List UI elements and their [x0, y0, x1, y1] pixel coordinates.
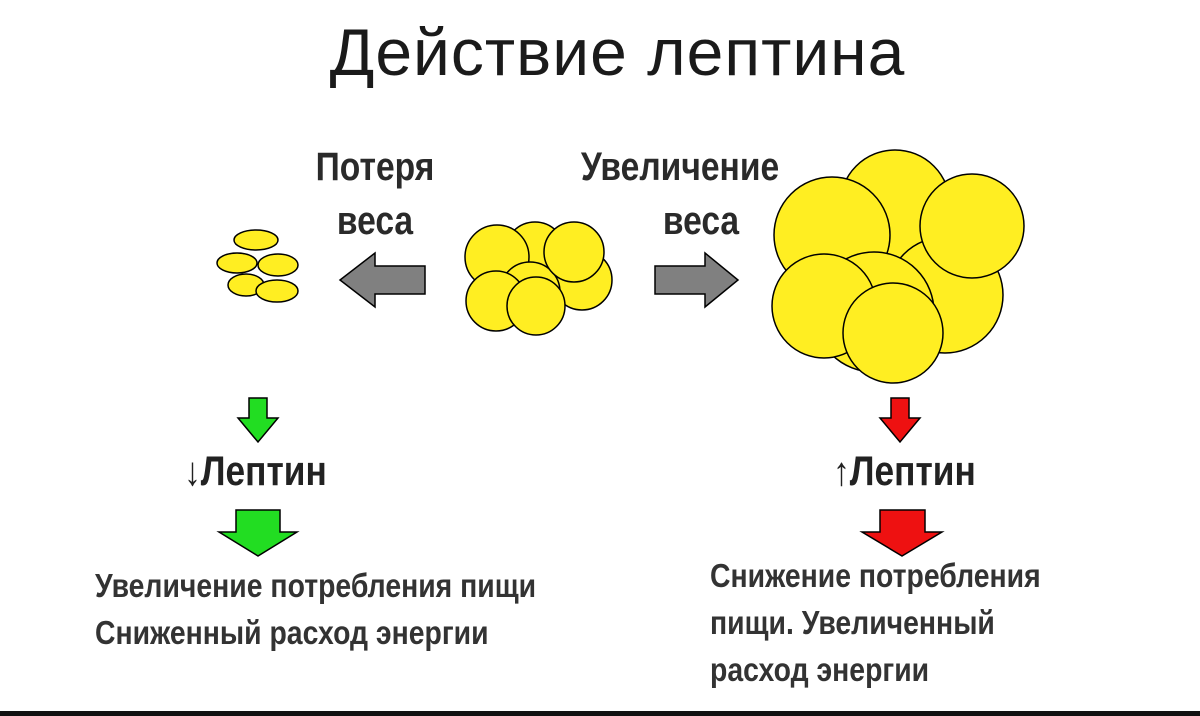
medium-cell	[543, 221, 605, 283]
large-fat-cells	[771, 149, 1025, 384]
leptin-text-right: Лептин	[849, 447, 976, 494]
weight-loss-arrow	[338, 251, 426, 309]
green-down-arrow-large	[216, 509, 300, 557]
weight-gain-label-line1: Увеличение	[580, 145, 780, 189]
small-cell	[233, 229, 279, 251]
red-down-arrow-small	[878, 397, 922, 444]
left-effect-text: Увеличение потребления пищи Сниженный ра…	[95, 562, 536, 656]
small-cell	[255, 279, 299, 303]
green-down-arrow-small	[236, 397, 280, 444]
diagram-title: Действие лептина	[329, 15, 906, 89]
leptin-text-left: Лептин	[200, 447, 327, 494]
right-effect-line1: Снижение потребления	[710, 557, 1041, 594]
right-effect-line3: расход энергии	[710, 651, 930, 688]
up-arrow-icon: ↑	[833, 450, 850, 494]
weight-gain-label-line2: веса	[662, 199, 740, 243]
medium-cell	[506, 276, 566, 336]
leptin-decrease-label: ↓Лептин	[184, 447, 327, 495]
weight-loss-label-line1: Потеря	[315, 145, 435, 189]
weight-loss-label: Потеря веса	[304, 140, 447, 248]
bottom-border	[0, 711, 1200, 716]
weight-loss-label-line2: веса	[336, 199, 414, 243]
right-effect-text: Снижение потребления пищи. Увеличенный р…	[710, 552, 1041, 693]
weight-gain-arrow	[654, 251, 740, 309]
leptin-increase-label: ↑Лептин	[833, 447, 976, 495]
medium-fat-cells	[464, 221, 613, 336]
small-fat-cells	[216, 229, 299, 303]
small-cell	[216, 252, 258, 274]
small-cell	[257, 253, 299, 277]
large-cell	[919, 173, 1025, 279]
down-arrow-icon: ↓	[184, 450, 201, 494]
left-effect-line1: Увеличение потребления пищи	[95, 567, 537, 604]
red-down-arrow-large	[859, 509, 945, 557]
weight-gain-label: Увеличение веса	[567, 140, 794, 248]
right-effect-line2: пищи. Увеличенный	[710, 604, 995, 641]
left-effect-line2: Сниженный расход энергии	[95, 614, 489, 651]
large-cell	[842, 282, 944, 384]
